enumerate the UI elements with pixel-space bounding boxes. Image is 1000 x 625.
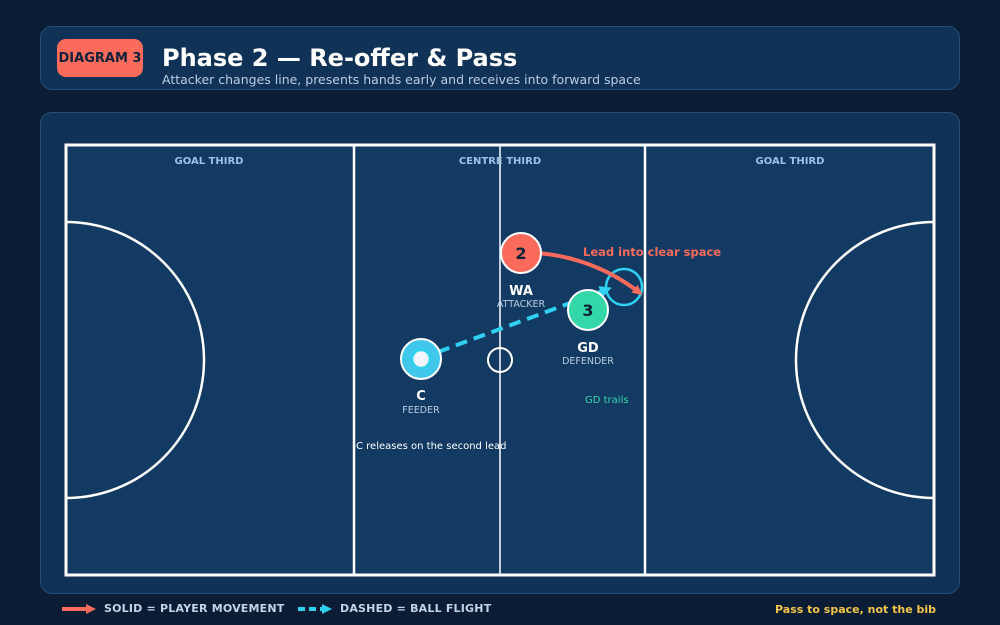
player-gd-number: 3 [582, 301, 593, 320]
player-gd-token [567, 289, 609, 331]
goal-circle-right [794, 220, 934, 500]
coaching-tip: Pass to space, not the bib [775, 603, 936, 616]
netball-court-diagram: GOAL THIRD CENTRE THIRD GOAL THIRD 2 WA … [64, 143, 936, 577]
player-wa-role: ATTACKER [497, 299, 546, 310]
diagram-footer: SOLID = PLAYER MOVEMENT DASHED = BALL FL… [0, 594, 1000, 625]
release-annotation: C releases on the second lead [356, 441, 507, 452]
player-c-role: FEEDER [402, 405, 440, 416]
third-label-left: GOAL THIRD [175, 156, 244, 167]
player-wa-number: 2 [515, 244, 526, 263]
solid-arrow-icon [62, 603, 96, 614]
legend-movement-label: SOLID = PLAYER MOVEMENT [104, 602, 285, 615]
attacker-movement-arrow [537, 251, 643, 295]
player-c-position: C [416, 389, 426, 404]
player-gd-role: DEFENDER [562, 356, 614, 367]
player-wa-position: WA [509, 284, 533, 299]
page-subtitle: Attacker changes line, presents hands ea… [162, 72, 641, 87]
ball-flight-arrow [437, 286, 612, 354]
diagram-header: DIAGRAM 3 Phase 2 — Re-offer & Pass Atta… [40, 26, 960, 90]
ball-icon [410, 348, 432, 370]
page-title: Phase 2 — Re-offer & Pass [162, 44, 518, 72]
player-gd-position: GD [577, 341, 599, 356]
third-label-right: GOAL THIRD [756, 156, 825, 167]
goal-circle-left [66, 220, 206, 500]
player-wa-token [500, 232, 542, 274]
legend-ball: DASHED = BALL FLIGHT [298, 602, 491, 615]
dashed-arrow-icon [298, 603, 332, 614]
diagram-badge: DIAGRAM 3 [57, 39, 143, 77]
legend-ball-label: DASHED = BALL FLIGHT [340, 602, 492, 615]
third-label-centre: CENTRE THIRD [459, 156, 541, 167]
legend-movement: SOLID = PLAYER MOVEMENT [62, 602, 285, 615]
lead-annotation: Lead into clear space [583, 245, 721, 259]
trail-annotation: GD trails [585, 395, 629, 406]
centre-circle [487, 347, 513, 373]
